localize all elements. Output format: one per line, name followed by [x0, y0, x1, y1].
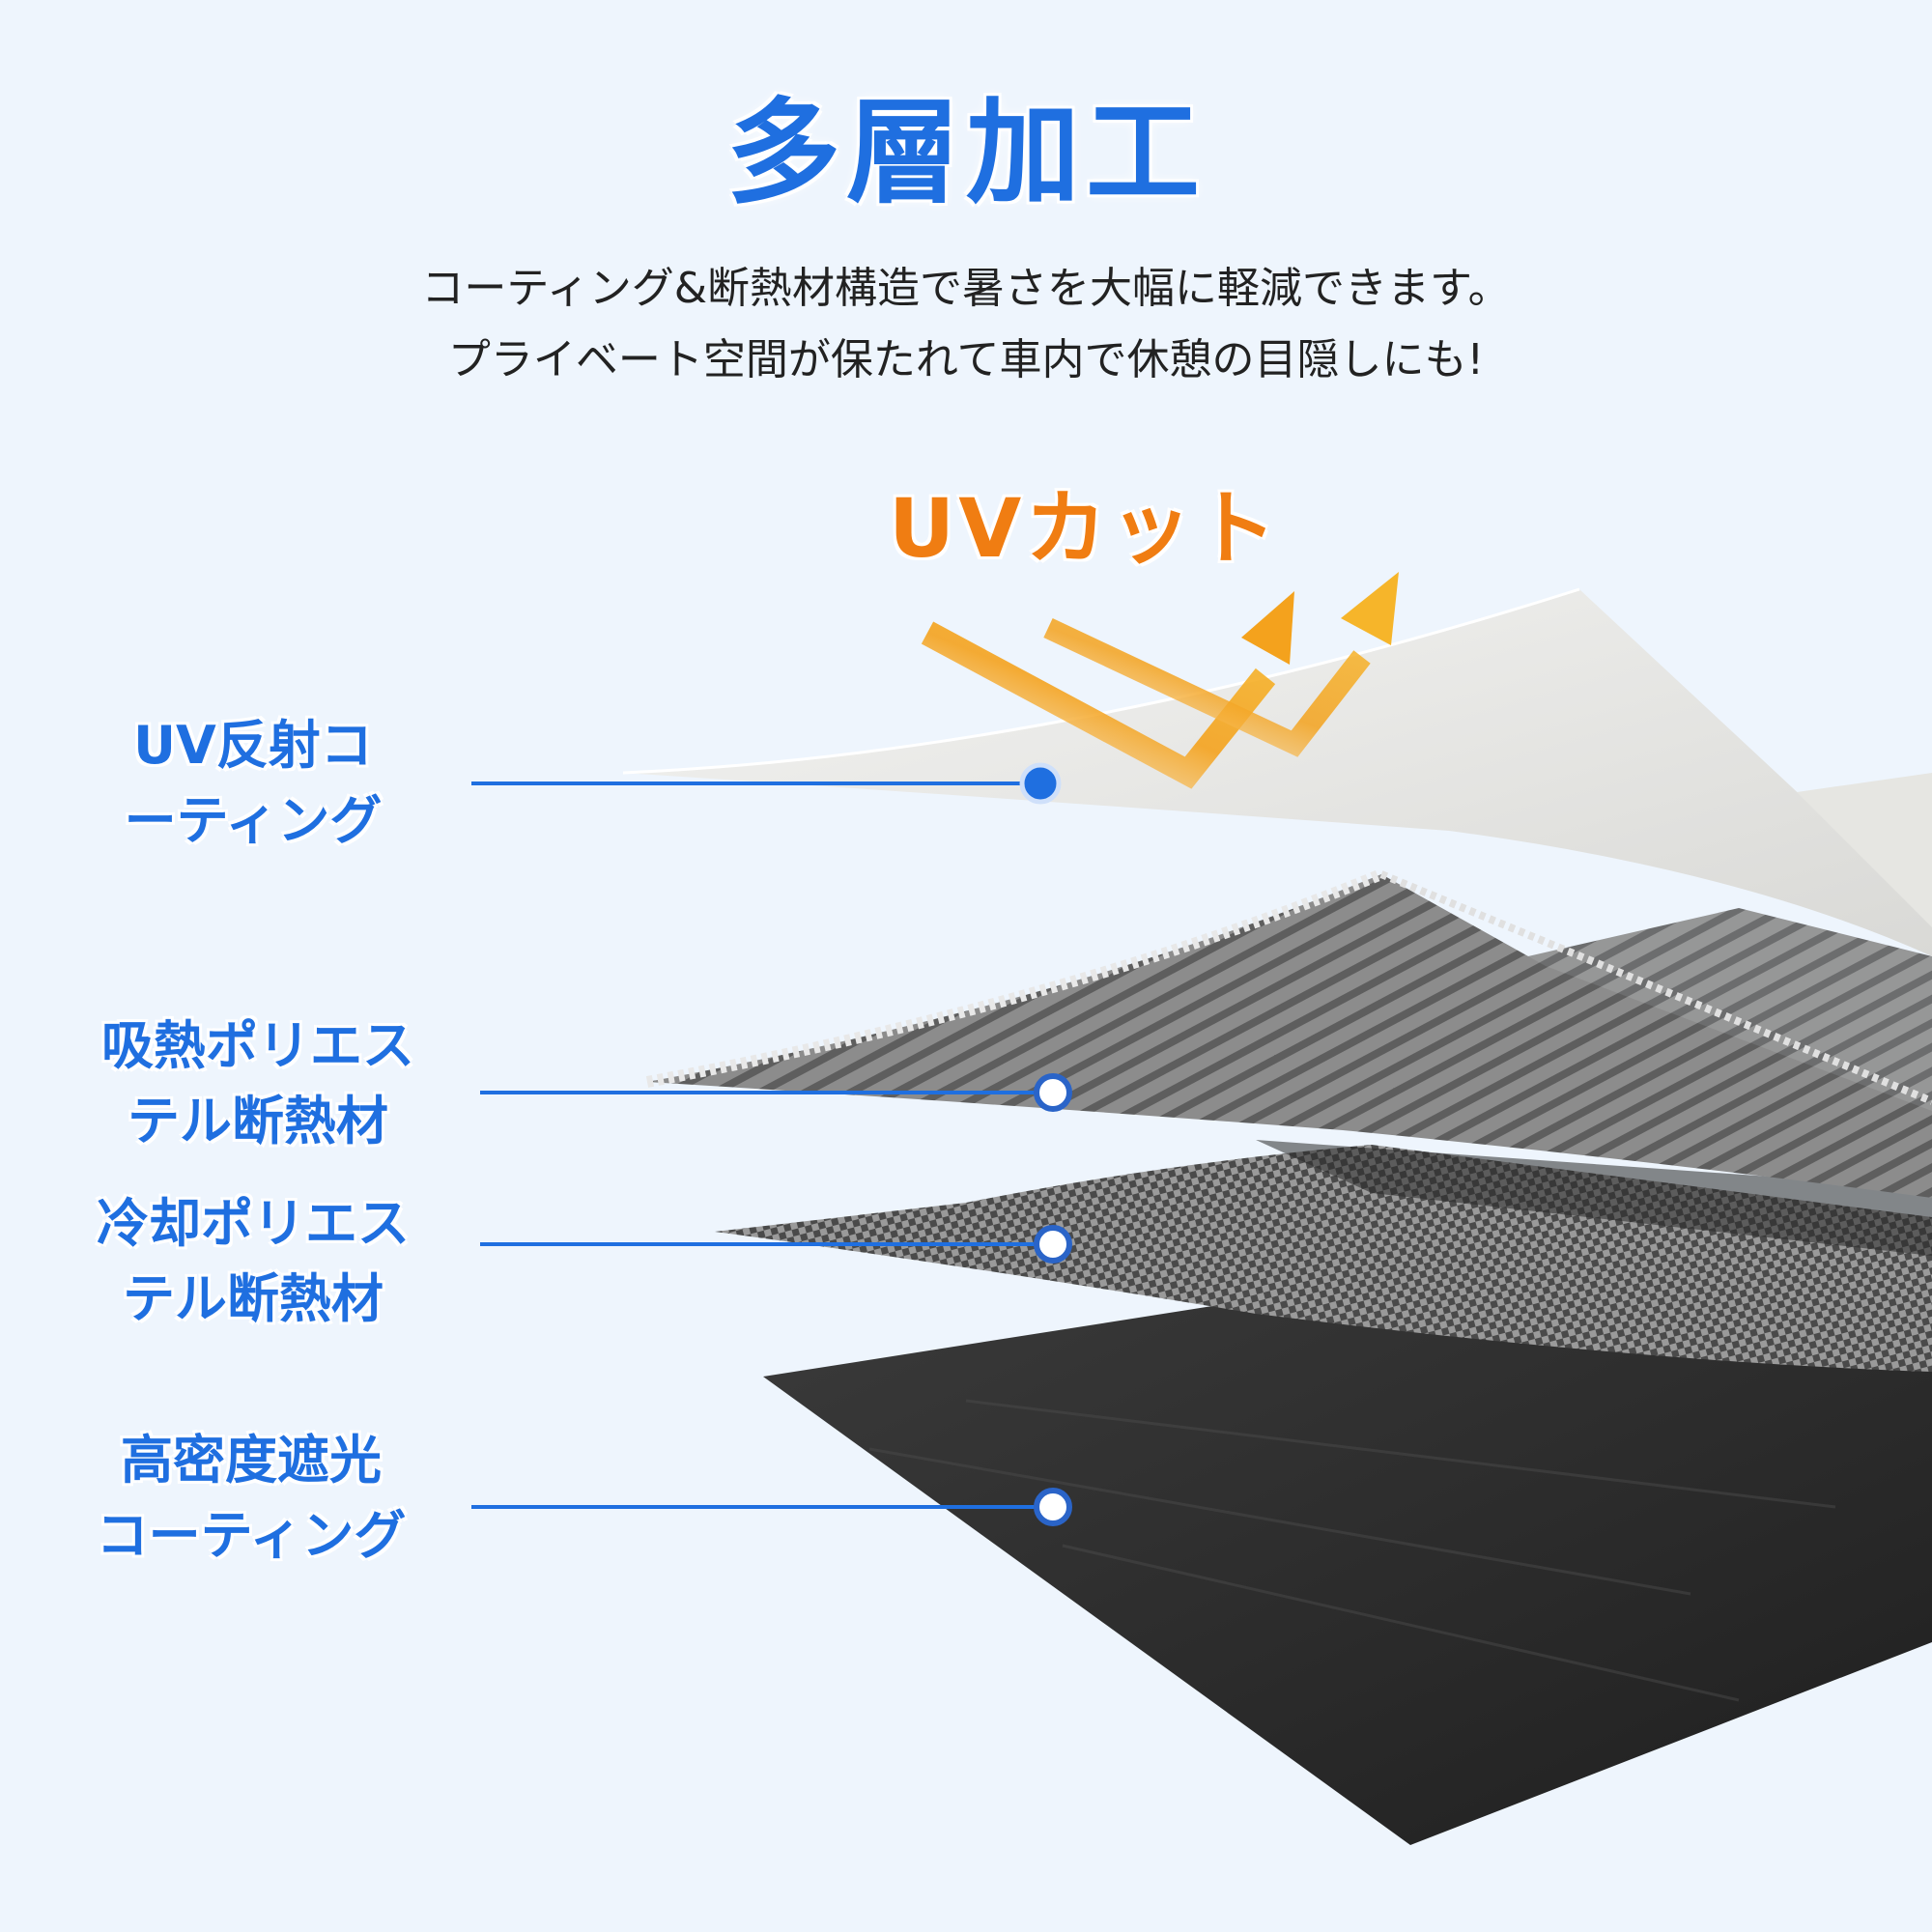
layer-label-line: コーティング: [96, 1505, 407, 1566]
subtitle-line-2: プライベート空間が保たれて車内で休憩の目隠しにも!: [447, 335, 1485, 384]
leader-line-1: [471, 762, 1062, 805]
leader-line-4: [471, 1488, 1072, 1526]
layer-label-line: 高密度遮光: [121, 1430, 382, 1491]
layer-label-line: テル断熱材: [123, 1268, 384, 1329]
layer-label-line: 吸熱ポリエス: [101, 1015, 414, 1076]
leader-line-3: [480, 1225, 1072, 1264]
subtitle-line-1: コーティング&断熱材構造で暑さを大幅に軽減できます。: [421, 264, 1511, 313]
layer-uv-reflective-coating: [623, 589, 1932, 956]
layer-label-line: テル断熱材: [128, 1091, 388, 1151]
layer-heat-absorbing-polyester: [647, 874, 1932, 1198]
leader-line-2: [480, 1073, 1072, 1112]
layer-label-blackout: 高密度遮光 コーティング: [58, 1423, 444, 1574]
subtitle: コーティング&断熱材構造で暑さを大幅に軽減できます。 プライベート空間が保たれて…: [0, 253, 1932, 396]
layer-label-line: 冷却ポリエス: [97, 1193, 410, 1254]
uv-reflection-arrows-icon: [921, 572, 1399, 789]
layer-label-uv-reflective: UV反射コ ーティング: [60, 708, 446, 859]
layer-label-cooling: 冷却ポリエス テル断熱材: [60, 1186, 446, 1337]
layer-label-line: UV反射コ: [133, 715, 373, 776]
uv-cut-label: UVカット: [889, 481, 1281, 576]
page-title: 多層加工: [725, 86, 1206, 219]
layer-label-line: ーティング: [124, 790, 383, 851]
layer-label-heat-absorbing: 吸熱ポリエス テル断熱材: [65, 1009, 451, 1159]
layer-blackout-coating: [763, 1299, 1932, 1845]
